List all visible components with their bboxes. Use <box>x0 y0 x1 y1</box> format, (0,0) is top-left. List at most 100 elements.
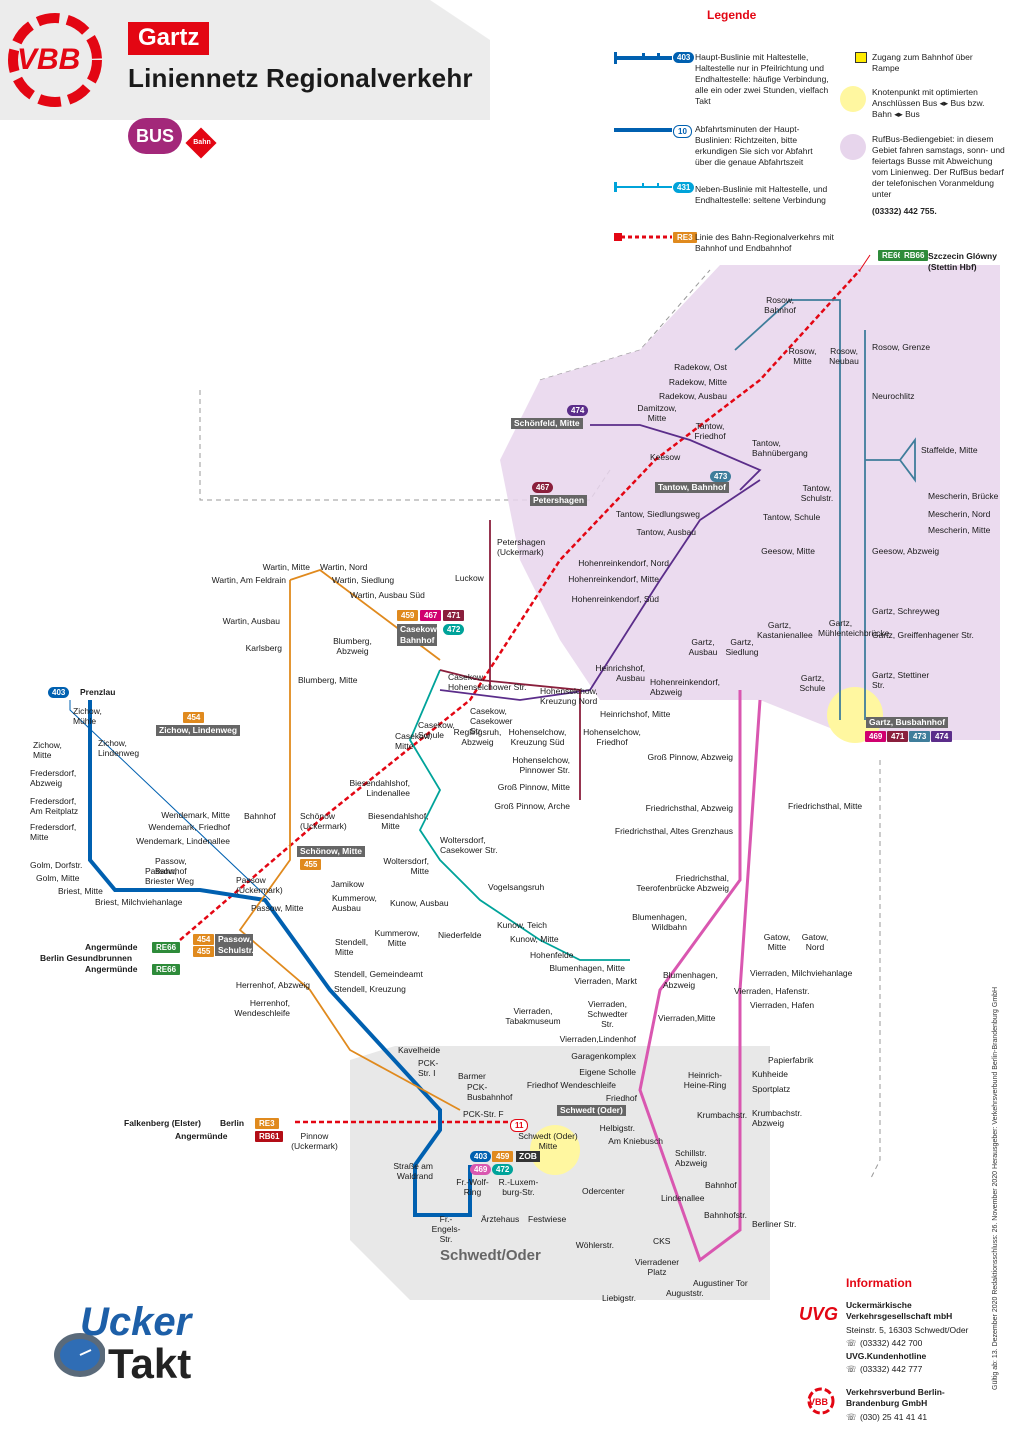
station-kunow-teich: Kunow, Teich <box>497 920 547 930</box>
badge-473: 473 <box>710 471 732 482</box>
station-zob: ZOB <box>516 1151 540 1162</box>
station-gross-pinnow-mitte: Groß Pinnow, Mitte <box>497 782 570 792</box>
station-zichow-mitte: Zichow, Mitte <box>33 740 62 760</box>
station-odercenter: Odercenter <box>582 1186 625 1196</box>
station-gatow-mitte: Gatow, Mitte <box>763 932 791 952</box>
station-heinrichshof-mitte: Heinrichshof, Mitte <box>600 709 671 719</box>
legend-title: Legende <box>707 8 757 22</box>
badge-403: 403 <box>48 687 70 698</box>
badge-471: 471 <box>443 610 465 621</box>
badge-454: 454 <box>183 712 205 723</box>
station-gartz-schule: Gartz, Schule <box>799 673 826 693</box>
station-fredersdorf-reitplatz: Fredersdorf, Am Reitplatz <box>30 796 79 816</box>
validity-note: Gültig ab: 13. Dezember 2020 Redaktionss… <box>992 986 999 1390</box>
station-stendell-mitte: Stendell, Mitte <box>335 937 369 957</box>
legend-text-hub: Knotenpunkt mit optimierten Anschlüssen … <box>872 87 985 119</box>
station-gartz-busbahnhof: Gartz, Busbahnhof <box>866 717 949 728</box>
badge-467b: 467 <box>420 610 442 621</box>
station-gartz-stettiner: Gartz, Stettiner Str. <box>872 670 930 690</box>
station-kunow-mitte: Kunow, Mitte <box>510 934 559 944</box>
station-pck-str-i: PCK-Str. I <box>418 1058 439 1078</box>
badge-403b: 403 <box>470 1151 492 1162</box>
station-gartz-schreyweg: Gartz, Schreyweg <box>872 606 940 616</box>
station-bahnhof-schoenow: Bahnhof <box>244 811 276 821</box>
station-fredersdorf-mitte: Fredersdorf, Mitte <box>30 822 77 842</box>
station-petershagen: Petershagen <box>530 495 588 506</box>
phone-icon: ☏ <box>846 1338 857 1348</box>
station-mescherin-nord: Mescherin, Nord <box>928 509 991 519</box>
station-casekow-hohenselchower: Casekow, Hohenselchower Str. <box>448 672 527 692</box>
station-szczecin-sub: (Stettin Hbf) <box>928 262 977 272</box>
header-band <box>0 0 490 120</box>
station-kummerow-mitte: Kummerow, Mitte <box>374 928 420 948</box>
station-luckow: Luckow <box>455 573 484 583</box>
badge-455b: 455 <box>193 946 215 957</box>
station-falkenberg: Falkenberg (Elster) <box>124 1118 201 1128</box>
station-wendemark-lindenallee: Wendemark, Lindenallee <box>136 836 230 846</box>
station-keesow: Keesow <box>650 452 681 462</box>
legend-text-minutes: Abfahrtsminuten der Haupt-Buslinien: Ric… <box>695 124 813 167</box>
page-title: Gartz <box>128 22 210 55</box>
station-schwedt-mitte: Schwedt (Oder) Mitte <box>518 1131 578 1151</box>
station-tantow-siedlungsweg: Tantow, Siedlungsweg <box>615 509 700 519</box>
info-title: Information <box>846 1276 912 1290</box>
station-schoenfeld: Schönfeld, Mitte <box>511 418 583 429</box>
badge-459b: 459 <box>492 1151 514 1162</box>
info-hotline-phone: (03332) 442 777 <box>860 1364 923 1374</box>
station-tantow-schulstr: Tantow, Schulstr. <box>800 483 834 503</box>
station-r-luxem-burg: R.-Luxem-burg-Str. <box>498 1177 539 1197</box>
station-garagenkomplex: Garagenkomplex <box>571 1051 636 1061</box>
badge-454b: 454 <box>193 934 215 945</box>
station-radekow-mitte: Radekow, Mitte <box>668 377 727 387</box>
station-briest-milchviehanlage: Briest, Milchviehanlage <box>95 897 183 907</box>
legend-badge-431: 431 <box>673 182 695 193</box>
legend-badge-403: 403 <box>673 52 695 63</box>
station-wartin-ausbau-sued: Wartin, Ausbau Süd <box>350 590 425 600</box>
station-blumenhagen-abzweig: Blumenhagen, Abzweig <box>663 970 718 990</box>
svg-text:VBB: VBB <box>809 1397 829 1407</box>
station-kummerow-ausbau: Kummerow, Ausbau <box>332 893 377 913</box>
station-festwiese: Festwiese <box>528 1214 567 1224</box>
legend-text-ramp: Zugang zum Bahnhof über Rampe <box>872 52 973 73</box>
badge-474: 474 <box>567 405 589 416</box>
station-arztehaus: Ärztehaus <box>481 1214 520 1224</box>
info-hotline-label: UVG.Kundenhotline <box>846 1351 927 1361</box>
station-am-kniebusch: Am Kniebusch <box>608 1136 663 1146</box>
station-wartin-feldrain: Wartin, Am Feldrain <box>211 575 286 585</box>
station-zichow-muehle: Zichow, Mühle <box>73 706 102 726</box>
legend-text-main-line: Haupt-Buslinie mit Haltestelle, Halteste… <box>695 52 829 106</box>
vbb-logo: VBB <box>8 13 102 107</box>
bus-badge: BUS <box>128 118 182 154</box>
station-bahnhofstr: Bahnhofstr. <box>704 1210 748 1220</box>
rufbus-area-icon <box>840 134 866 160</box>
station-schoenow-um: Schönow (Uckermark) <box>300 811 347 831</box>
info-org1-address: Steinstr. 5, 16303 Schwedt/Oder <box>846 1325 969 1335</box>
station-passow-bf: Passow, Bahnhof <box>155 856 187 876</box>
station-staffelde: Staffelde, Mitte <box>921 445 978 455</box>
station-vierraden-mitte: Vierraden,Mitte <box>658 1013 716 1023</box>
station-tantow-friedhof: Tantow, Friedhof <box>694 421 726 441</box>
station-damitzow: Damitzow, Mitte <box>637 403 677 423</box>
legend-badge-10: 10 <box>673 125 692 138</box>
clock-icon <box>54 1333 105 1377</box>
legend-text-rail: Linie des Bahn-Regionalverkehrs mit Bahn… <box>695 232 834 253</box>
station-biesendahlshof: Biesendahlshof, Lindenallee <box>349 778 411 798</box>
station-gartz-ausbau: Gartz, Ausbau <box>688 637 718 657</box>
vbb-logo-text: VBB <box>17 43 80 76</box>
station-pck-str-f: PCK-Str. F <box>463 1109 504 1119</box>
info-org1-phone: (03332) 442 700 <box>860 1338 923 1348</box>
station-blumenhagen-wildbahn: Blumenhagen, Wildbahn <box>632 912 687 932</box>
station-vierraden-hafenstr: Vierraden, Hafenstr. <box>734 986 810 996</box>
station-eigene-scholle: Eigene Scholle <box>579 1067 636 1077</box>
station-zichow-lindenweg2: Zichow, Lindenweg <box>98 738 140 758</box>
station-kuhheide: Kuhheide <box>752 1069 788 1079</box>
ucker-logo-text: Ucker <box>80 1300 192 1344</box>
station-schwedt-oder: Schwedt (Oder) <box>557 1105 626 1116</box>
badge-re66-b: RE66 <box>152 942 181 953</box>
station-kavelheide: Kavelheide <box>398 1045 441 1055</box>
station-woehlerstr: Wöhlerstr. <box>575 1240 614 1250</box>
station-gatow-nord: Gatow, Nord <box>801 932 829 952</box>
station-blumberg-mitte: Blumberg, Mitte <box>298 675 358 685</box>
station-friedrichsthal-abzweig: Friedrichsthal, Abzweig <box>645 803 733 813</box>
station-angermuende-3: Angermünde <box>175 1131 228 1141</box>
